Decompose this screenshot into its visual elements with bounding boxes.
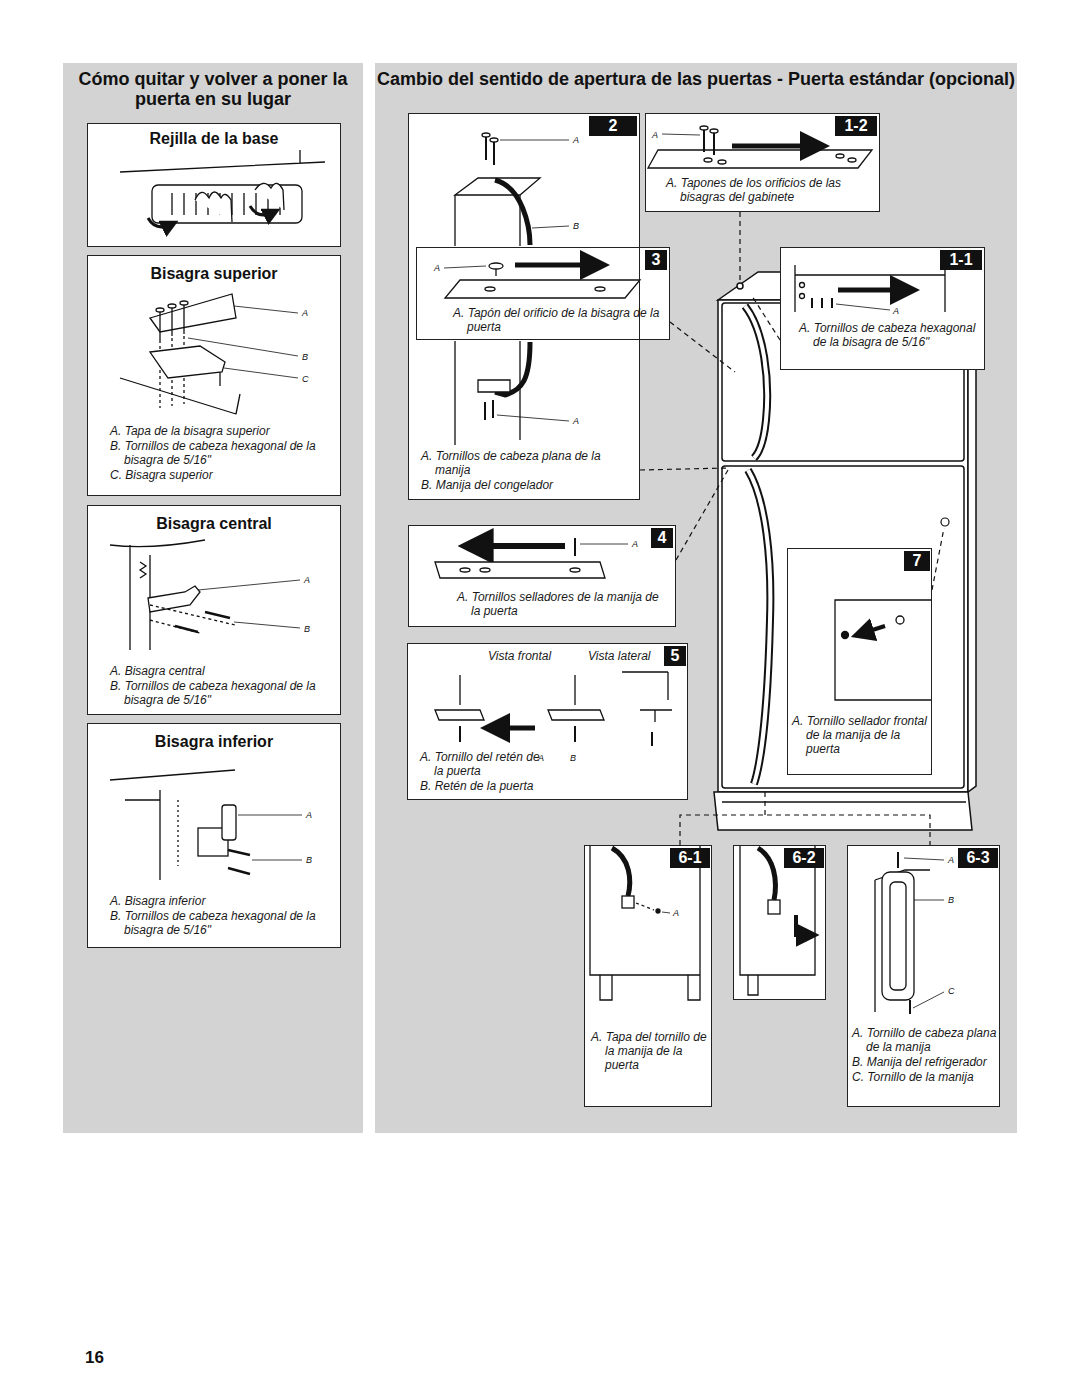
caption: A. Tapón del orificio de la bisagra de l… (453, 306, 663, 334)
caption: B. Tornillos de cabeza hexagonal de la b… (110, 679, 336, 707)
box-ground (87, 505, 341, 715)
section-heading: Cómo quitar y volver a poner la puerta e… (63, 69, 363, 109)
step-number: 7 (904, 551, 930, 571)
step-number: 4 (651, 528, 673, 548)
caption: A. Tornillos selladores de la manija de … (457, 590, 667, 618)
callout-letter: B (304, 624, 310, 634)
box-ground (780, 247, 985, 370)
view-label: Vista lateral (588, 649, 663, 663)
caption: A. Tornillo del retén de la puerta (420, 750, 545, 778)
caption: B. Manija del refrigerador (852, 1055, 998, 1069)
callout-letter: C (302, 374, 309, 384)
caption: B. Tornillos de cabeza hexagonal de la b… (110, 439, 336, 467)
box-ground (408, 525, 676, 627)
caption: A. Tornillo sellador frontal de la manij… (792, 714, 930, 756)
box-ground (584, 845, 712, 1107)
section-panel: Cambio del sentido de apertura de las pu… (375, 63, 1017, 1133)
step-box: 7 A. Tornillo sellador frontal de la mani… (787, 548, 932, 775)
step-box: Vista frontal Vista lateral5 A. Tornillo d… (407, 643, 688, 800)
callout-letter: B (306, 855, 312, 865)
panel-ground (375, 63, 1017, 1133)
callout-letter: A (673, 908, 679, 918)
callout-letter: B (302, 352, 308, 362)
step-box: 2 A. Tornillos de cabeza plana de la mani… (408, 113, 640, 500)
part-drawings (110, 126, 945, 1014)
box-ground (87, 723, 341, 948)
caption: A. Bisagra inferior (110, 894, 336, 908)
box-heading: Bisagra central (88, 514, 340, 533)
callout-letter: B (573, 221, 579, 231)
step-number: 6-2 (784, 848, 824, 868)
callout-letter: A (948, 855, 954, 865)
step-number: 1-2 (835, 116, 877, 136)
callout-letter: A (893, 306, 899, 316)
caption: A. Tornillos de cabeza hexagonal de la b… (799, 321, 981, 349)
view-label: Vista frontal (488, 649, 578, 663)
step-number: 5 (664, 646, 686, 666)
step-box: 1-1 A. Tornillos de cabeza hexagonal de l… (780, 247, 985, 370)
page-number: 16 (85, 1348, 104, 1368)
box-heading: Bisagra superior (88, 264, 340, 283)
caption: A. Tornillo de cabeza plana de la manija (852, 1026, 998, 1054)
step-box: 1-2 A. Tapones de los orificios de las bi… (645, 113, 880, 212)
callout-letter: A (573, 135, 579, 145)
caption: C. Bisagra superior (110, 468, 336, 482)
step-box: Rejilla de la base (87, 123, 341, 247)
callout-letter: A (652, 130, 658, 140)
callout-letter: A (573, 416, 579, 426)
step-box: 3 A. Tapón del orificio de la bisagra de … (416, 247, 670, 340)
caption: C. Tornillo de la manija (852, 1070, 998, 1084)
panel-ground (63, 63, 363, 1133)
caption: A. Tornillos de cabeza plana de la manij… (421, 449, 631, 477)
step-number: 6-3 (958, 848, 998, 868)
callout-letter: B (570, 753, 576, 763)
box-heading: Bisagra inferior (88, 732, 340, 751)
caption: A. Tapones de los orificios de las bisag… (666, 176, 874, 204)
box-heading: Rejilla de la base (88, 129, 340, 148)
step-number: 1-1 (940, 250, 982, 270)
callout-letter: A (302, 308, 308, 318)
caption: A. Bisagra central (110, 664, 336, 678)
step-box: Bisagra central A. Bisagra centralB. Torn… (87, 505, 341, 715)
caption: A. Tapa del tornillo de la manija de la … (591, 1030, 709, 1072)
step-box: Bisagra inferior A. Bisagra inferiorB. To… (87, 723, 341, 948)
step-box: 6-1 A. Tapa del tornillo de la manija de … (584, 845, 712, 1107)
box-ground (787, 548, 932, 775)
callout-letter: A (538, 753, 544, 763)
box-ground (87, 255, 341, 496)
callout-letter: A (434, 263, 440, 273)
box-ground (416, 247, 670, 340)
step-number: 6-1 (670, 848, 710, 868)
box-ground (847, 845, 1000, 1107)
box-ground (87, 123, 341, 247)
caption: A. Tapa de la bisagra superior (110, 424, 336, 438)
box-ground (407, 643, 688, 800)
step-number: 3 (645, 250, 667, 270)
callout-letter: A (304, 575, 310, 585)
box-ground (645, 113, 880, 212)
box-ground (733, 845, 826, 1000)
step-number: 2 (589, 116, 637, 136)
section-panel: Cómo quitar y volver a poner la puerta e… (63, 63, 363, 1133)
step-box: 6-2 (733, 845, 826, 1000)
caption: B. Manija del congelador (421, 478, 631, 492)
callout-letter: A (306, 810, 312, 820)
step-box: 6-3 A. Tornillo de cabeza plana de la man… (847, 845, 1000, 1107)
callout-letter: B (948, 895, 954, 905)
callout-letter: A (632, 539, 638, 549)
section-heading: Cambio del sentido de apertura de las pu… (375, 69, 1017, 89)
callout-letter: C (948, 986, 955, 996)
caption: B. Retén de la puerta (420, 779, 620, 793)
caption: B. Tornillos de cabeza hexagonal de la b… (110, 909, 336, 937)
